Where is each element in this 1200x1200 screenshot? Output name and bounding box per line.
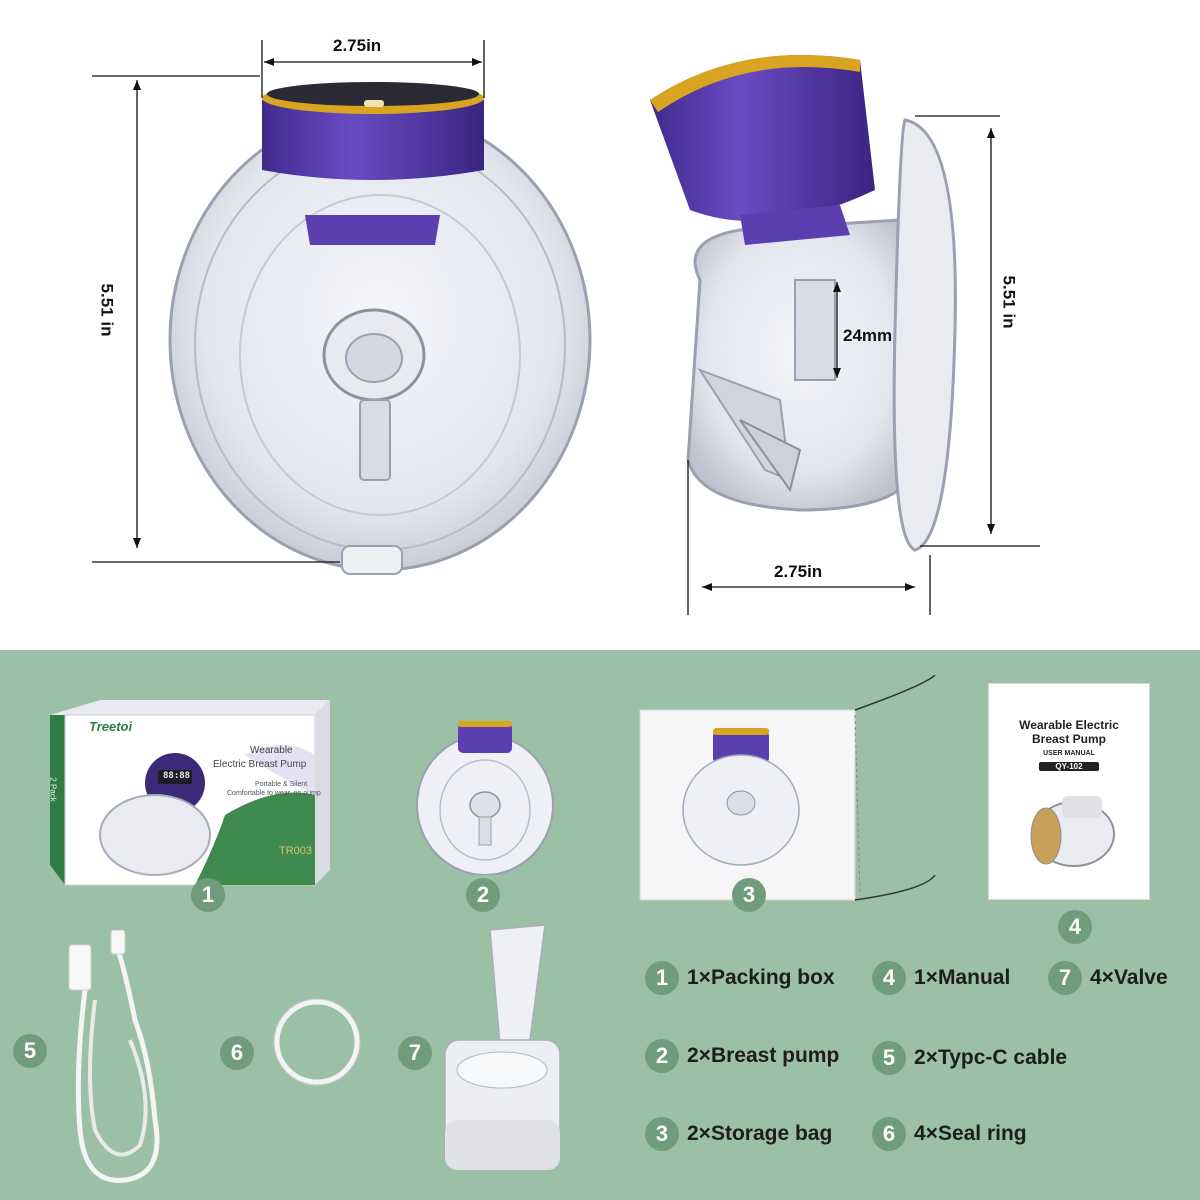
legend-packing-box: 1 1×Packing box bbox=[645, 961, 835, 995]
brand-logo: Treetoi bbox=[89, 719, 133, 734]
legend-text: 2×Breast pump bbox=[687, 1044, 840, 1067]
flange-size-label: 24mm bbox=[843, 326, 893, 345]
legend-type-c-cable: 5 2×Typc-C cable bbox=[872, 1041, 1067, 1075]
box-model: TR003 bbox=[279, 845, 313, 857]
breast-pump-image bbox=[410, 715, 560, 876]
legend-storage-bag: 3 2×Storage bag bbox=[645, 1117, 832, 1151]
legend-badge: 3 bbox=[645, 1117, 679, 1151]
legend-text: 1×Packing box bbox=[687, 966, 835, 989]
box-side-text: 2 Pack bbox=[48, 777, 58, 802]
legend-seal-ring: 6 4×Seal ring bbox=[872, 1117, 1027, 1151]
front-height-label: 5.51 in bbox=[97, 283, 117, 337]
user-manual-image: Wearable Electric Breast Pump USER MANUA… bbox=[988, 683, 1150, 900]
legend-badge: 7 bbox=[1048, 961, 1082, 995]
front-width-label: 2.75in bbox=[333, 36, 382, 55]
manual-subtitle: USER MANUAL bbox=[1043, 750, 1095, 757]
seal-ring-image bbox=[273, 998, 361, 1086]
dimension-diagram bbox=[92, 40, 1040, 615]
badge-item-3: 3 bbox=[732, 878, 766, 912]
box-tagline-line2: Comfortable to wear, no pump bbox=[227, 790, 321, 797]
legend-breast-pump: 2 2×Breast pump bbox=[645, 1039, 839, 1073]
badge-item-7: 7 bbox=[398, 1036, 432, 1070]
valve-image bbox=[444, 924, 561, 1171]
dimension-diagram-section: 2.75in 5.51 in 24mm 5.51 in 2.75in bbox=[92, 36, 1040, 615]
legend-text: 4×Valve bbox=[1090, 966, 1168, 989]
legend-valve: 7 4×Valve bbox=[1048, 961, 1168, 995]
display-digits: 88:88 bbox=[163, 771, 191, 781]
legend-badge: 6 bbox=[872, 1117, 906, 1151]
side-view-pump bbox=[650, 55, 957, 552]
badge-item-1: 1 bbox=[191, 878, 225, 912]
manual-title-line2: Breast Pump bbox=[1031, 732, 1107, 746]
side-width-label: 2.75in bbox=[774, 562, 823, 581]
legend-text: 1×Manual bbox=[914, 966, 1011, 989]
box-title-line2: Electric Breast Pump bbox=[213, 759, 307, 770]
packing-box-image: Treetoi 88:88 Wearable Electric Breast P… bbox=[45, 695, 335, 890]
legend-text: 2×Storage bag bbox=[687, 1122, 833, 1145]
storage-bag-image bbox=[635, 674, 955, 905]
type-c-cable-image bbox=[68, 930, 160, 1183]
badge-item-5: 5 bbox=[13, 1034, 47, 1068]
legend-text: 2×Typc-C cable bbox=[914, 1046, 1068, 1069]
legend-manual: 4 1×Manual bbox=[872, 961, 1010, 995]
manual-title-line1: Wearable Electric bbox=[1019, 718, 1119, 732]
legend-text: 4×Seal ring bbox=[914, 1122, 1027, 1145]
badge-item-2: 2 bbox=[466, 878, 500, 912]
manual-model: QY-102 bbox=[1039, 762, 1099, 771]
box-tagline-line1: Portable & Silent bbox=[255, 781, 308, 788]
legend-badge: 2 bbox=[645, 1039, 679, 1073]
legend-badge: 5 bbox=[872, 1041, 906, 1075]
front-view-pump bbox=[168, 82, 592, 575]
side-height-label: 5.51 in bbox=[999, 275, 1019, 329]
package-contents-section: Treetoi 88:88 Wearable Electric Breast P… bbox=[0, 650, 1200, 1200]
legend-badge: 4 bbox=[872, 961, 906, 995]
badge-item-6: 6 bbox=[220, 1036, 254, 1070]
box-title-line1: Wearable bbox=[250, 745, 293, 756]
badge-item-4: 4 bbox=[1058, 910, 1092, 944]
legend-badge: 1 bbox=[645, 961, 679, 995]
